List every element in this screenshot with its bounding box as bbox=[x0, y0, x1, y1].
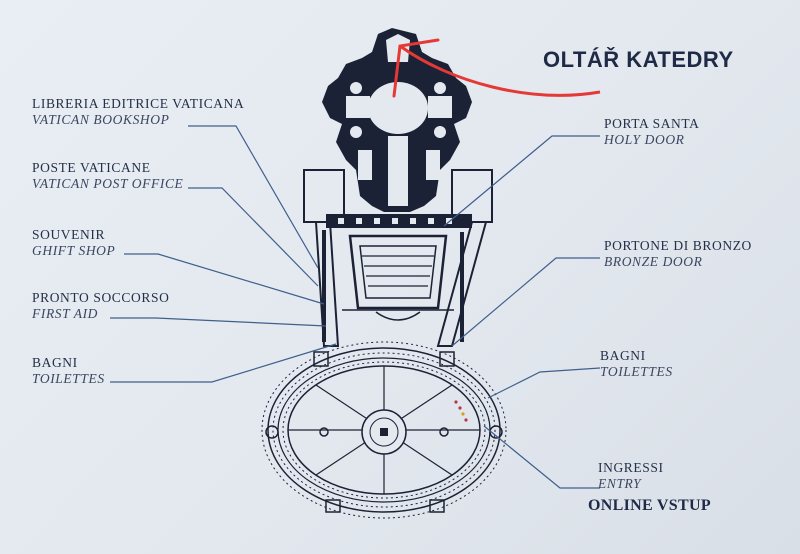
dome-small-left bbox=[350, 82, 362, 94]
right-chapel bbox=[426, 150, 440, 180]
st-peters-square bbox=[261, 341, 507, 519]
obelisk bbox=[380, 428, 388, 436]
label-holy-door: PORTA SANTA HOLY DOOR bbox=[604, 116, 700, 148]
left-chapel bbox=[358, 150, 372, 180]
fountain-left bbox=[319, 427, 329, 437]
label-gift-shop-en: GHIFT SHOP bbox=[32, 243, 116, 258]
central-dome-space bbox=[368, 82, 428, 134]
dome-small-lower-right bbox=[434, 126, 446, 138]
dome-small-lower-left bbox=[350, 126, 362, 138]
fountain-right bbox=[439, 427, 449, 437]
entry-markers bbox=[454, 400, 468, 422]
leader-lines bbox=[110, 125, 601, 489]
piazza-retta-inner bbox=[359, 245, 437, 299]
label-bronze-door-en: BRONZE DOOR bbox=[604, 254, 703, 269]
right-transept bbox=[428, 96, 452, 118]
label-bookshop-it: LIBRERIA EDITRICE VATICANA bbox=[32, 96, 245, 111]
label-entry-it: INGRESSI bbox=[598, 460, 664, 475]
label-post-office: POSTE VATICANE VATICAN POST OFFICE bbox=[32, 160, 183, 192]
label-entry: INGRESSI ENTRY bbox=[598, 460, 664, 492]
piazza-retta bbox=[348, 234, 448, 310]
label-bronze-door: PORTONE DI BRONZO BRONZE DOOR bbox=[604, 238, 752, 270]
basilica-building bbox=[303, 28, 493, 347]
facade-openings bbox=[338, 218, 452, 224]
label-entry-en: ENTRY bbox=[598, 476, 642, 491]
facade bbox=[326, 214, 472, 228]
label-toilets-right: BAGNI TOILETTES bbox=[600, 348, 673, 380]
upper-nave bbox=[388, 136, 408, 206]
label-toilets-left: BAGNI TOILETTES bbox=[32, 355, 105, 387]
corridor-columns bbox=[322, 230, 464, 342]
altar-arrow bbox=[392, 38, 601, 98]
label-gift-shop-it: SOUVENIR bbox=[32, 227, 106, 242]
left-corridor bbox=[314, 221, 340, 347]
label-toilets-left-en: TOILETTES bbox=[32, 371, 105, 386]
label-post-office-en: VATICAN POST OFFICE bbox=[32, 176, 184, 191]
dome-small-right bbox=[434, 82, 446, 94]
label-bookshop-en: VATICAN BOOKSHOP bbox=[32, 112, 170, 127]
label-bookshop: LIBRERIA EDITRICE VATICANA VATICAN BOOKS… bbox=[32, 96, 244, 128]
label-bronze-door-it: PORTONE DI BRONZO bbox=[604, 238, 752, 253]
label-gift-shop: SOUVENIR GHIFT SHOP bbox=[32, 227, 115, 259]
label-toilets-right-it: BAGNI bbox=[600, 348, 646, 363]
label-post-office-it: POSTE VATICANE bbox=[32, 160, 151, 175]
label-toilets-left-it: BAGNI bbox=[32, 355, 78, 370]
label-holy-door-it: PORTA SANTA bbox=[604, 116, 700, 131]
label-first-aid-en: FIRST AID bbox=[32, 306, 99, 321]
apse-space bbox=[386, 34, 410, 62]
label-first-aid-it: PRONTO SOCCORSO bbox=[32, 290, 170, 305]
label-toilets-right-en: TOILETTES bbox=[600, 364, 673, 379]
label-first-aid: PRONTO SOCCORSO FIRST AID bbox=[32, 290, 169, 322]
steps bbox=[362, 255, 434, 287]
colonnade-ends bbox=[265, 351, 503, 513]
altar-annotation: OLTÁŘ KATEDRY bbox=[543, 47, 734, 72]
label-holy-door-en: HOLY DOOR bbox=[604, 132, 685, 147]
piazza-arc bbox=[375, 311, 421, 321]
online-entry-annotation: ONLINE VSTUP bbox=[588, 497, 711, 514]
left-transept bbox=[346, 96, 370, 118]
